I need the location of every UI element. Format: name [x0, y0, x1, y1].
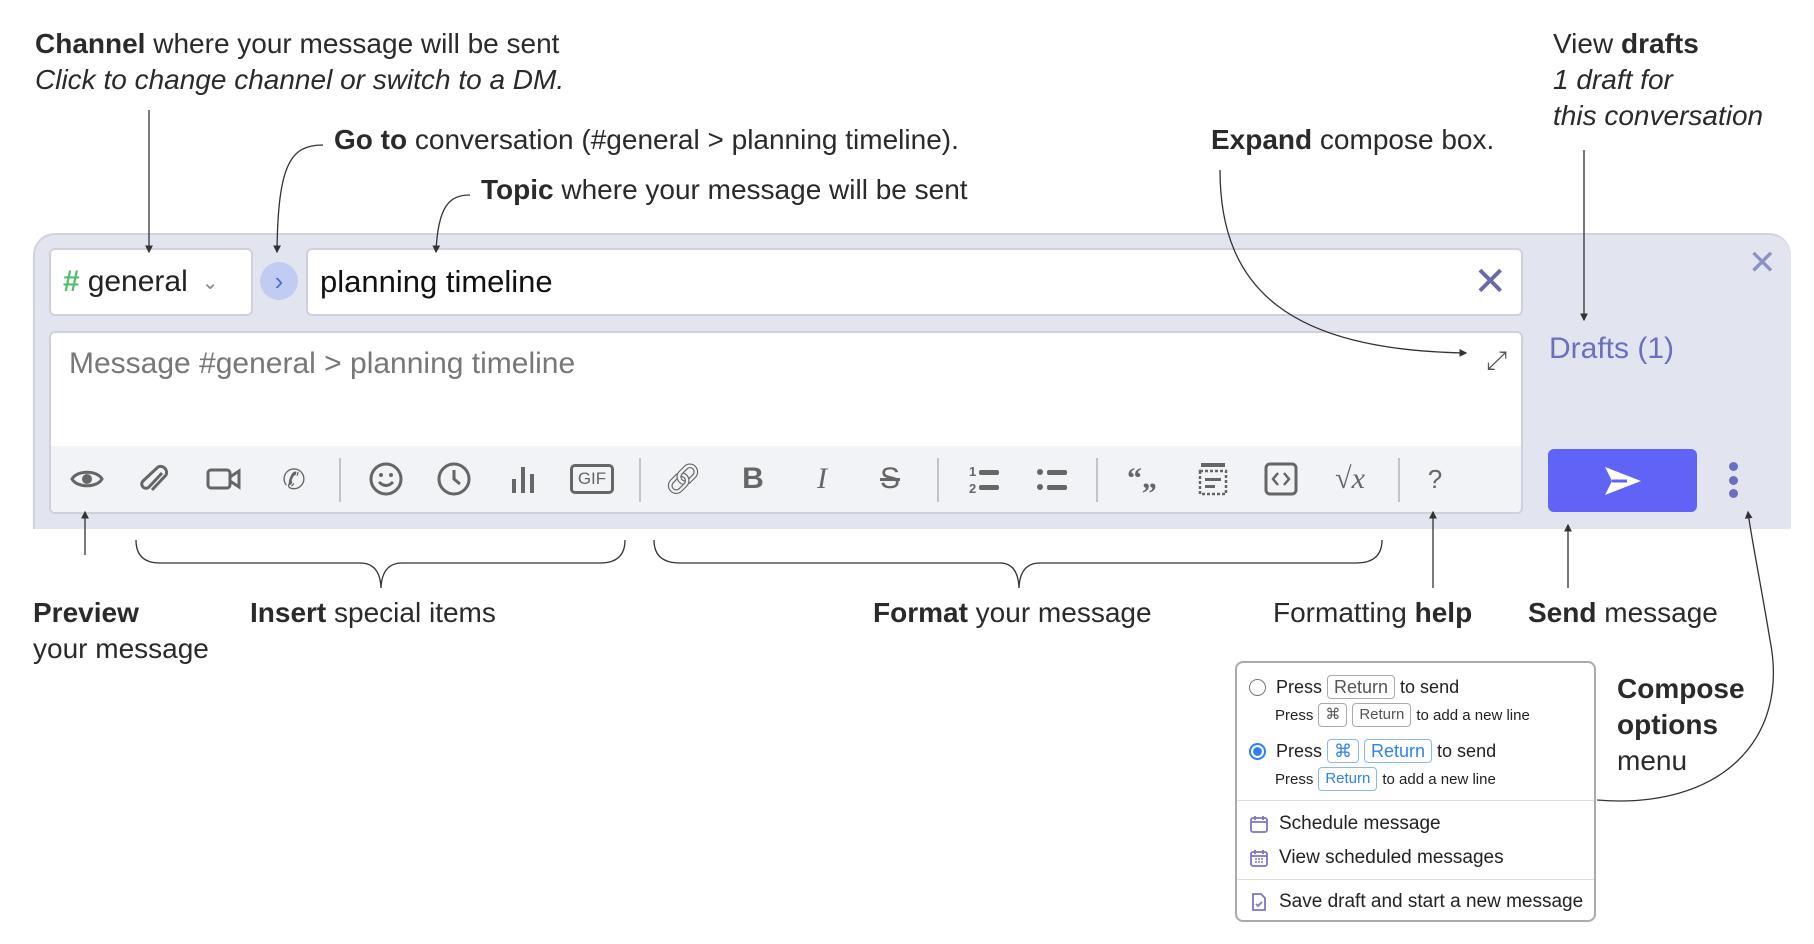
video-icon[interactable] [204, 461, 244, 497]
radio-selected[interactable] [1249, 742, 1266, 760]
topic-input[interactable]: planning timeline ✕ [306, 248, 1523, 316]
expand-annotation: Expand compose box. [1211, 124, 1495, 155]
chevron-down-icon: ⌄ [201, 271, 219, 294]
send-button[interactable] [1548, 449, 1697, 512]
gif-icon[interactable]: GIF [567, 461, 617, 497]
strikethrough-icon[interactable]: S [879, 462, 900, 495]
go-to-conversation-button[interactable]: › [260, 262, 298, 300]
bullet-list-icon[interactable] [1032, 461, 1072, 497]
hash-icon: # [63, 265, 80, 298]
phone-icon[interactable]: ✆ [282, 463, 306, 495]
radio-unselected[interactable] [1249, 678, 1266, 696]
channel-picker[interactable]: #general ⌄ [49, 248, 253, 316]
bold-icon[interactable]: B [742, 462, 764, 495]
link-icon[interactable]: 🔗︎ [663, 462, 703, 496]
calendar-icon [1250, 816, 1268, 833]
save-draft-item[interactable]: Save draft and start a new message [1249, 891, 1583, 913]
italic-icon[interactable]: I [817, 462, 827, 495]
help-icon[interactable]: ? [1427, 463, 1443, 494]
help-annotation: Formatting help [1273, 597, 1473, 628]
view-scheduled-item[interactable]: View scheduled messages [1249, 847, 1504, 869]
drafts-link[interactable]: Drafts (1) [1549, 332, 1675, 365]
svg-text:1: 1 [969, 464, 976, 479]
expand-icon[interactable]: ⤢ [1486, 345, 1507, 375]
clock-icon[interactable] [434, 461, 474, 497]
document-check-icon [1252, 893, 1266, 911]
svg-text:2: 2 [969, 481, 976, 496]
math-icon[interactable]: √x [1335, 462, 1365, 495]
quote-icon[interactable]: “„ [1127, 462, 1157, 495]
channel-name: general [87, 265, 188, 298]
calendar-grid-icon [1250, 850, 1268, 867]
clear-topic-icon[interactable]: ✕ [1473, 260, 1507, 304]
send-icon [1604, 466, 1641, 495]
compose-options-button[interactable] [1725, 462, 1741, 498]
message-textarea[interactable]: Message #general > planning timeline ⤢ ✆… [49, 331, 1523, 514]
chevron-right-icon: › [274, 265, 284, 296]
smile-icon[interactable] [366, 461, 406, 497]
eye-icon[interactable] [67, 461, 107, 497]
insert-annotation: Insert special items [250, 597, 496, 628]
topic-value: planning timeline [320, 264, 553, 299]
close-compose-icon[interactable]: ✕ [1748, 244, 1777, 282]
message-placeholder: Message #general > planning timeline [69, 347, 576, 380]
paperclip-icon[interactable] [134, 461, 174, 497]
schedule-message-item[interactable]: Schedule message [1249, 813, 1441, 835]
spoiler-icon[interactable] [1193, 461, 1233, 497]
goto-annotation: Go to conversation (#general > planning … [334, 124, 959, 155]
send-annotation: Send message [1528, 597, 1718, 628]
code-icon[interactable] [1261, 461, 1301, 497]
format-annotation: Format your message [873, 597, 1152, 628]
topic-annotation: Topic where your message will be sent [481, 174, 968, 205]
poll-icon[interactable] [503, 461, 543, 497]
